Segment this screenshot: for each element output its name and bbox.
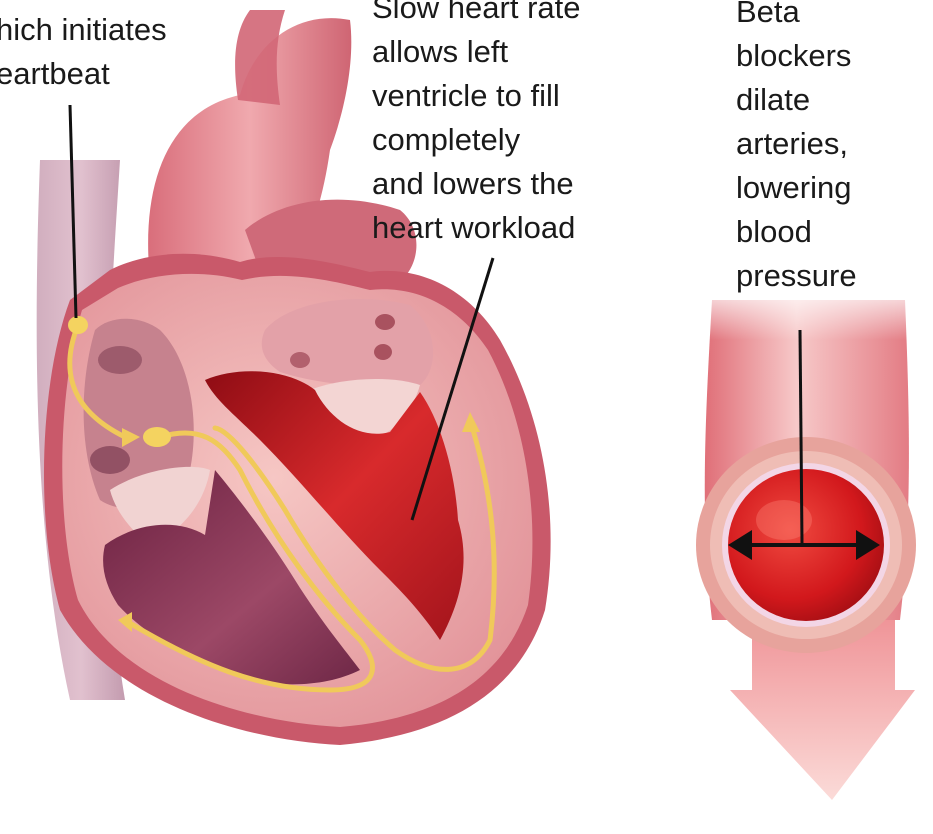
- label-line: pressure: [736, 254, 857, 298]
- label-line: blockers: [736, 34, 857, 78]
- label-line: ventricle to fill: [372, 74, 581, 118]
- label-line: allows left: [372, 30, 581, 74]
- artery-leader-line: [800, 330, 802, 543]
- label-line: Slow heart rate: [372, 0, 581, 30]
- artery-illustration: [696, 280, 916, 800]
- label-line: heart workload: [372, 206, 581, 250]
- label-line: eartbeat: [0, 52, 167, 96]
- heart-rate-label: Slow heart rate allows left ventricle to…: [372, 0, 581, 250]
- label-line: dilate: [736, 78, 857, 122]
- label-line: blood: [736, 210, 857, 254]
- label-line: completely: [372, 118, 581, 162]
- label-line: hich initiates: [0, 8, 167, 52]
- label-line: lowering: [736, 166, 857, 210]
- label-line: Beta: [736, 0, 857, 34]
- label-line: and lowers the: [372, 162, 581, 206]
- arteries-label: Beta blockers dilate arteries, lowering …: [736, 0, 857, 298]
- av-node: [143, 427, 171, 447]
- sa-node: [68, 316, 88, 334]
- sa-node-label: hich initiates eartbeat: [0, 8, 167, 96]
- label-line: arteries,: [736, 122, 857, 166]
